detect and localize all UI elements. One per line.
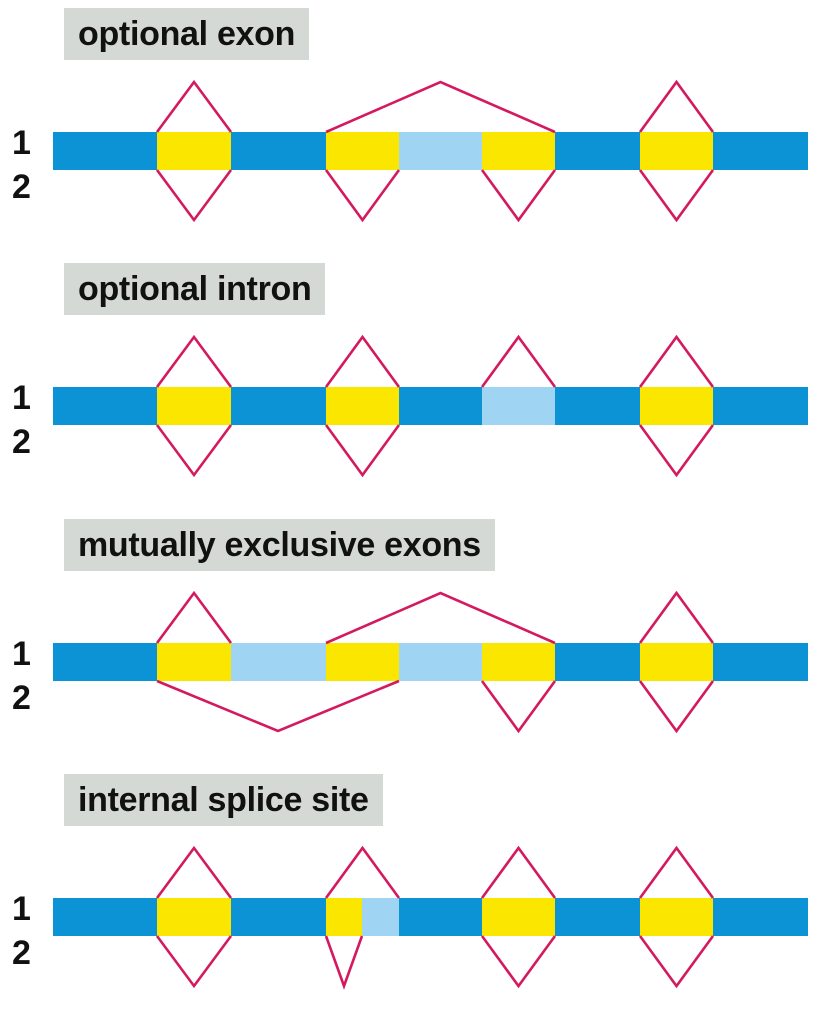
panel-optional-exon: optional exon 1 2: [0, 8, 818, 258]
transcript-label-2: 2: [12, 934, 31, 972]
splice-path-2: [324, 935, 364, 990]
exon-segment: [157, 898, 231, 936]
intron-segment: [713, 387, 808, 425]
exon-segment: [640, 643, 713, 681]
splice-path-1: [638, 334, 715, 388]
panel-title: mutually exclusive exons: [64, 519, 495, 571]
exon-segment: [482, 898, 555, 936]
splice-path-2: [480, 935, 557, 989]
splice-path-1: [155, 590, 233, 644]
splicing-figure: optional exon 1 2 optional intron 1 2 mu…: [0, 8, 818, 990]
splice-path-1: [325, 591, 556, 645]
intron-segment: [399, 387, 482, 425]
panel-title: internal splice site: [64, 774, 383, 826]
intron-segment: [555, 132, 640, 170]
splice-path-1: [638, 590, 715, 644]
splice-path-2: [638, 680, 715, 734]
transcript-label-2: 2: [12, 168, 31, 206]
gene-diagram: [53, 845, 808, 990]
splice-path-1: [480, 845, 557, 899]
splice-path-1: [155, 334, 233, 388]
splice-path-2: [156, 679, 400, 733]
splice-path-1: [638, 79, 715, 133]
intron-segment: [555, 898, 640, 936]
intron-segment: [53, 132, 157, 170]
intron-segment: [555, 387, 640, 425]
exon-segment: [157, 387, 231, 425]
splice-path-2: [480, 169, 557, 223]
splice-path-2: [638, 424, 715, 478]
alt-region-segment: [231, 643, 326, 681]
exon-segment: [157, 643, 231, 681]
exon-segment: [640, 898, 713, 936]
transcript-label-1: 1: [12, 635, 31, 673]
transcript-label-2: 2: [12, 679, 31, 717]
splice-path-2: [638, 935, 715, 989]
alt-region-segment: [399, 132, 482, 170]
splice-path-1: [324, 334, 401, 388]
splice-path-2: [155, 935, 233, 989]
splice-path-1: [638, 845, 715, 899]
exon-segment: [326, 898, 362, 936]
exon-segment: [640, 387, 713, 425]
exon-segment: [326, 387, 399, 425]
intron-segment: [53, 387, 157, 425]
exon-segment: [326, 132, 399, 170]
panel-title: optional intron: [64, 263, 326, 315]
alt-region-segment: [482, 387, 555, 425]
gene-diagram: [53, 590, 808, 734]
exon-segment: [482, 643, 555, 681]
panel-optional-intron: optional intron 1 2: [0, 263, 818, 513]
intron-segment: [713, 898, 808, 936]
splice-path-1: [324, 845, 401, 899]
transcript-label-1: 1: [12, 379, 31, 417]
intron-segment: [53, 898, 157, 936]
intron-segment: [231, 387, 326, 425]
splice-path-1: [155, 79, 233, 133]
exon-segment: [326, 643, 399, 681]
intron-segment: [231, 132, 326, 170]
splice-path-2: [638, 169, 715, 223]
splice-path-2: [324, 424, 401, 478]
transcript-label-1: 1: [12, 890, 31, 928]
intron-segment: [399, 898, 482, 936]
intron-segment: [713, 132, 808, 170]
splice-path-1: [155, 845, 233, 899]
splice-path-2: [155, 169, 233, 223]
intron-segment: [555, 643, 640, 681]
intron-segment: [231, 898, 326, 936]
alt-region-segment: [362, 898, 399, 936]
exon-segment: [482, 132, 555, 170]
intron-segment: [713, 643, 808, 681]
exon-segment: [157, 132, 231, 170]
splice-path-2: [324, 169, 401, 223]
gene-diagram: [53, 79, 808, 223]
transcript-label-2: 2: [12, 423, 31, 461]
splice-path-1: [480, 334, 557, 388]
splice-path-2: [155, 424, 233, 478]
panel-mutually-exclusive-exons: mutually exclusive exons 1 2: [0, 519, 818, 769]
panel-title: optional exon: [64, 8, 310, 60]
gene-diagram: [53, 334, 808, 478]
exon-segment: [640, 132, 713, 170]
panel-internal-splice-site: internal splice site 1 2: [0, 774, 818, 1024]
splice-path-1: [325, 80, 556, 134]
splice-path-2: [480, 680, 557, 734]
intron-segment: [53, 643, 157, 681]
transcript-label-1: 1: [12, 124, 31, 162]
alt-region-segment: [399, 643, 482, 681]
